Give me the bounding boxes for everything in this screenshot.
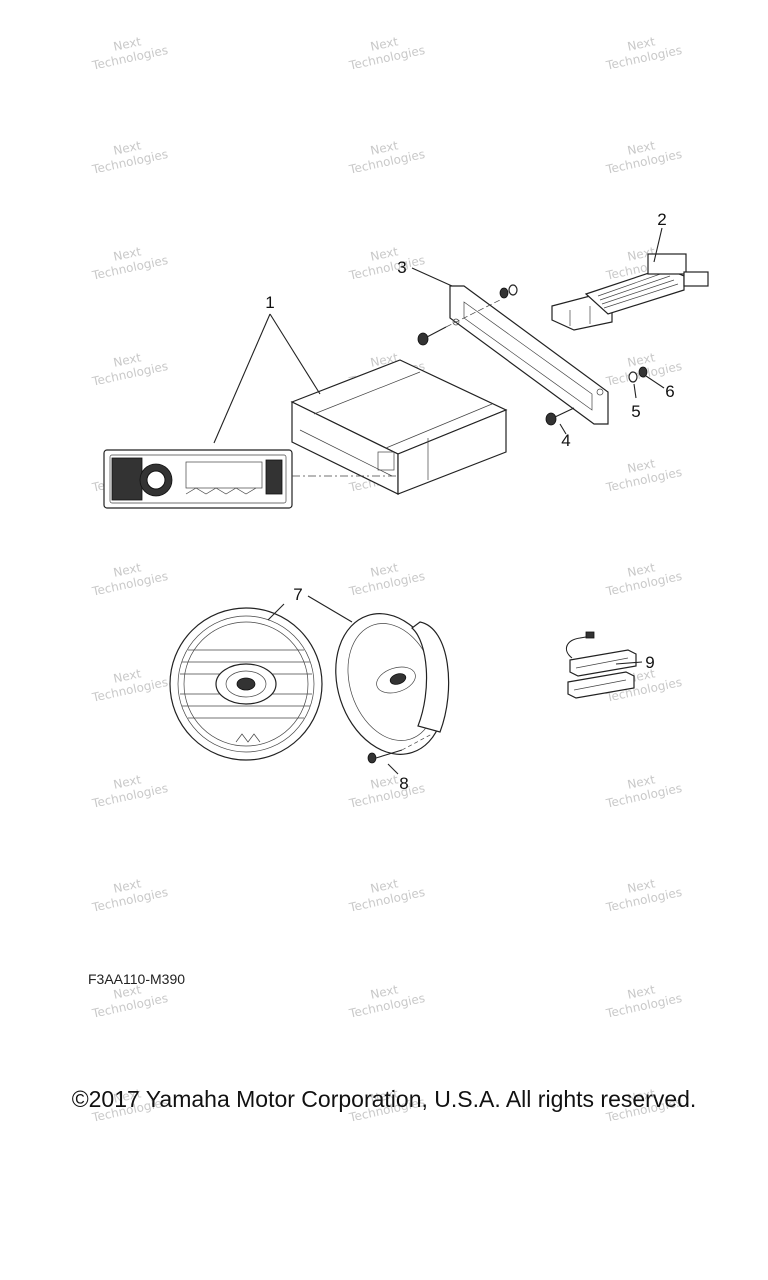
svg-text:Next: Next: [626, 1086, 657, 1106]
svg-text:Next: Next: [369, 560, 400, 580]
svg-text:Next: Next: [369, 34, 400, 54]
speaker: [335, 613, 450, 755]
svg-text:Next: Next: [369, 876, 400, 896]
leader-line: [307, 595, 353, 623]
svg-text:Next: Next: [626, 456, 657, 476]
mounting-sleeve: [290, 359, 508, 495]
svg-text:Next: Next: [626, 560, 657, 580]
svg-text:Next: Next: [369, 772, 400, 792]
leader-line: [633, 383, 637, 399]
callout-9: 9: [645, 653, 654, 672]
callout-4: 4: [561, 431, 570, 450]
screw: [417, 326, 447, 346]
leader-line: [213, 313, 271, 444]
callout-1: 1: [265, 293, 274, 312]
callout-6: 6: [665, 382, 674, 401]
copyright-notice: ©2017 Yamaha Motor Corporation, U.S.A. A…: [71, 1086, 697, 1112]
svg-text:Next: Next: [112, 560, 143, 580]
svg-text:Next: Next: [626, 772, 657, 792]
svg-text:Next: Next: [626, 350, 657, 370]
leader-line: [559, 423, 567, 435]
svg-text:Next: Next: [626, 876, 657, 896]
svg-text:Next: Next: [369, 982, 400, 1002]
svg-text:Next: Next: [112, 350, 143, 370]
leader-line: [653, 227, 663, 263]
speaker-screw: [367, 749, 403, 764]
bezel-plate-assembly: [411, 267, 665, 435]
leader-line: [615, 661, 643, 665]
svg-text:Next: Next: [626, 982, 657, 1002]
leader-line: [387, 763, 399, 775]
callout-8: 8: [399, 774, 408, 793]
svg-text:Next: Next: [369, 244, 400, 264]
callout-2: 2: [657, 210, 666, 229]
svg-text:Next: Next: [112, 34, 143, 54]
screw: [545, 407, 575, 426]
svg-text:Next: Next: [369, 138, 400, 158]
svg-text:Next: Next: [369, 1086, 400, 1106]
radio-assembly: [103, 313, 508, 509]
callout-7: 7: [293, 585, 302, 604]
speaker-assembly: [169, 595, 450, 775]
leader-line: [267, 603, 285, 621]
wiring-harness: [551, 227, 709, 331]
leader-line: [269, 313, 321, 395]
figure-code: F3AA110-M390: [88, 971, 186, 987]
callout-3: 3: [397, 258, 406, 277]
speaker-grille: [169, 607, 323, 761]
svg-text:Next: Next: [112, 772, 143, 792]
svg-text:Next: Next: [112, 876, 143, 896]
leader-line: [645, 375, 665, 389]
callout-5: 5: [631, 402, 640, 421]
radio-face: [103, 449, 293, 509]
svg-text:Next: Next: [112, 666, 143, 686]
svg-text:Next: Next: [112, 138, 143, 158]
svg-text:Next: Next: [112, 1086, 143, 1106]
light-bar: [565, 631, 643, 699]
svg-text:Next: Next: [626, 138, 657, 158]
svg-text:Next: Next: [112, 982, 143, 1002]
svg-text:Next: Next: [626, 34, 657, 54]
leader-line: [411, 267, 453, 287]
svg-text:Next: Next: [112, 244, 143, 264]
